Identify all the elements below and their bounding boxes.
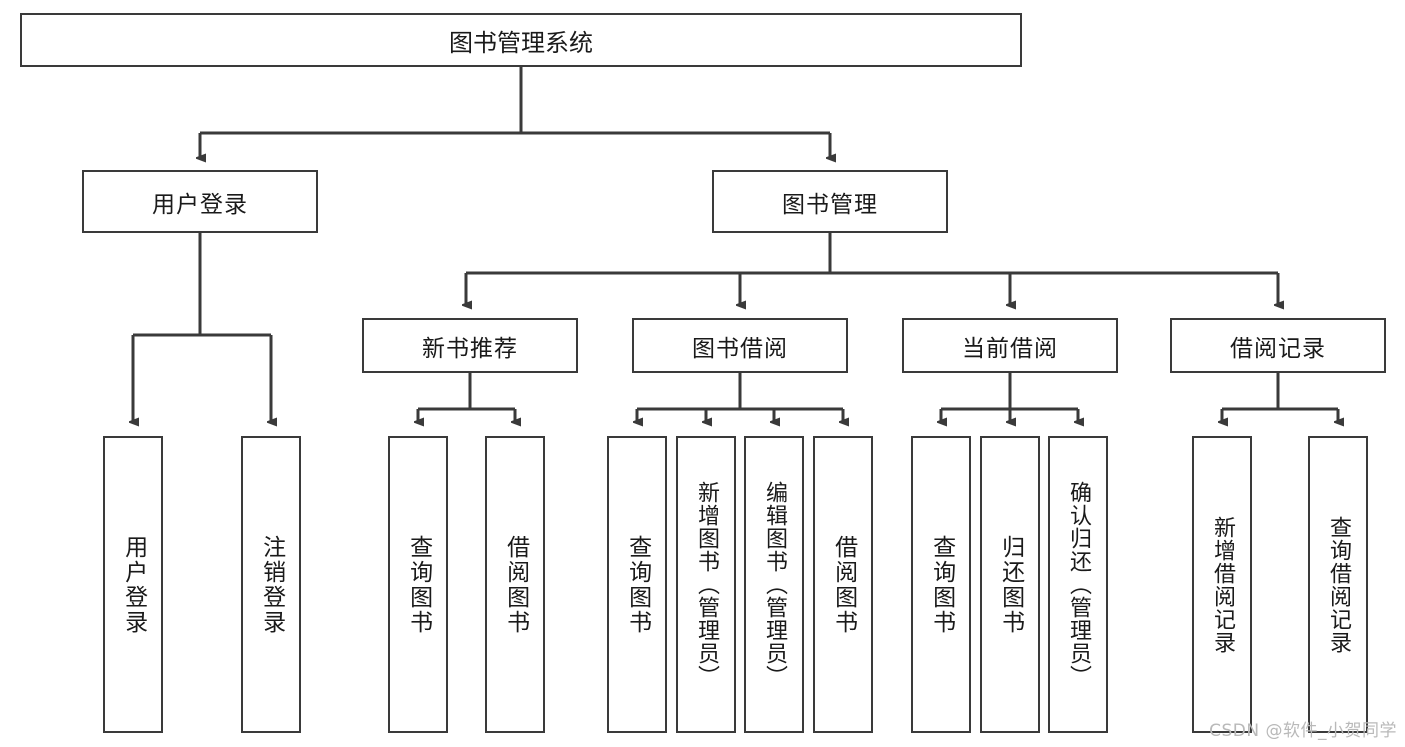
node-label: 用户登录 <box>152 191 248 218</box>
node-root-system[interactable]: 图书管理系统 <box>20 13 1022 67</box>
leaf-user-login[interactable]: 用户登录 <box>103 436 163 733</box>
node-label: 确认归还（管理员） <box>1065 481 1091 688</box>
leaf-confirm-return-admin[interactable]: 确认归还（管理员） <box>1048 436 1108 733</box>
node-borrow-record[interactable]: 借阅记录 <box>1170 318 1386 373</box>
leaf-borrow-book[interactable]: 借阅图书 <box>813 436 873 733</box>
leaf-add-book-admin[interactable]: 新增图书（管理员） <box>676 436 736 733</box>
node-label: 查询图书 <box>624 534 651 635</box>
leaf-query-book-recommend[interactable]: 查询图书 <box>388 436 448 733</box>
leaf-return-book[interactable]: 归还图书 <box>980 436 1040 733</box>
node-label: 用户登录 <box>120 534 147 635</box>
node-book-manage[interactable]: 图书管理 <box>712 170 948 233</box>
node-label: 注销登录 <box>258 534 285 635</box>
node-label: 编辑图书（管理员） <box>761 481 787 688</box>
node-label: 查询图书 <box>928 534 955 635</box>
leaf-query-borrow-record[interactable]: 查询借阅记录 <box>1308 436 1368 733</box>
leaf-query-book-borrow[interactable]: 查询图书 <box>607 436 667 733</box>
node-label: 当前借阅 <box>962 335 1058 362</box>
node-label: 归还图书 <box>997 534 1024 635</box>
leaf-query-book-current[interactable]: 查询图书 <box>911 436 971 733</box>
node-label: 新书推荐 <box>422 335 518 362</box>
node-user-login[interactable]: 用户登录 <box>82 170 318 233</box>
node-current-borrow[interactable]: 当前借阅 <box>902 318 1118 373</box>
node-book-borrow[interactable]: 图书借阅 <box>632 318 848 373</box>
node-new-book-recommend[interactable]: 新书推荐 <box>362 318 578 373</box>
node-label: 图书借阅 <box>692 335 788 362</box>
watermark-csdn: CSDN @软件_小贺同学 <box>1209 721 1397 741</box>
node-label: 借阅记录 <box>1230 335 1326 362</box>
node-label: 查询图书 <box>405 534 432 635</box>
node-label: 借阅图书 <box>830 534 857 635</box>
leaf-add-borrow-record[interactable]: 新增借阅记录 <box>1192 436 1252 733</box>
leaf-edit-book-admin[interactable]: 编辑图书（管理员） <box>744 436 804 733</box>
node-label: 新增借阅记录 <box>1209 515 1235 654</box>
node-label: 新增图书（管理员） <box>693 481 719 688</box>
leaf-user-logout[interactable]: 注销登录 <box>241 436 301 733</box>
node-label: 查询借阅记录 <box>1325 515 1351 654</box>
node-label: 图书管理系统 <box>449 28 593 57</box>
node-label: 图书管理 <box>782 191 878 218</box>
node-label: 借阅图书 <box>502 534 529 635</box>
leaf-borrow-book-recommend[interactable]: 借阅图书 <box>485 436 545 733</box>
